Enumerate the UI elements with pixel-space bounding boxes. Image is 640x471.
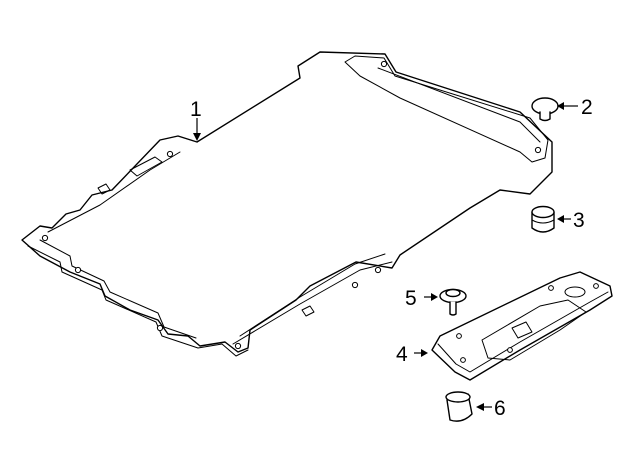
callout-number-5: 5 <box>405 287 417 310</box>
skid-plate-outline <box>21 51 553 353</box>
callout-number-2: 2 <box>581 96 593 119</box>
callout-leaders <box>193 102 578 411</box>
skid-plate-stamp-2 <box>97 183 111 195</box>
skid-plate-stamp-1 <box>129 156 163 177</box>
bumper-ridge <box>531 219 555 224</box>
arrowhead-5 <box>431 293 438 301</box>
arrowhead-6 <box>476 403 484 411</box>
push-clip-head <box>531 97 559 115</box>
skid-plate-right-flange-inner <box>239 253 386 337</box>
bolt-shank <box>449 301 457 316</box>
skid-plate-hole-7 <box>166 150 174 158</box>
plug-top <box>445 391 471 403</box>
callout-number-6: 6 <box>494 397 506 420</box>
arrowhead-4 <box>421 349 428 357</box>
skid-plate-hole-4 <box>234 342 242 350</box>
skid-plate-inner-edge <box>39 239 197 339</box>
arrowhead-2 <box>557 102 564 110</box>
shield-outline <box>431 271 613 381</box>
callout-numbers: 1 2 3 5 4 6 <box>190 96 593 420</box>
part-6-plug <box>445 391 473 422</box>
arrowhead-3 <box>557 215 564 223</box>
callout-number-1: 1 <box>190 98 202 121</box>
shield-hole-3 <box>548 285 554 291</box>
skid-plate-hole-2 <box>74 266 82 274</box>
callout-number-3: 3 <box>573 209 585 232</box>
shield-pocket <box>481 299 587 361</box>
part-4-shield <box>431 271 613 381</box>
arrowhead-1 <box>193 133 201 141</box>
skid-plate-rear-rail <box>344 55 549 163</box>
part-5-bolt <box>439 288 467 316</box>
skid-plate-hole-8 <box>380 60 388 68</box>
shield-square-tab <box>511 321 533 339</box>
skid-plate-hole-5 <box>351 281 359 289</box>
skid-plate-hole-1 <box>41 234 49 242</box>
shield-hole-5 <box>507 347 513 353</box>
skid-plate-right-flange <box>232 261 393 345</box>
shield-hole-2 <box>460 357 466 363</box>
shield-hole-4 <box>593 283 599 289</box>
skid-plate-hole-3 <box>156 324 164 332</box>
part-3-bumper <box>531 205 555 233</box>
skid-plate-hole-6 <box>374 266 382 274</box>
shield-large-hole <box>564 286 586 298</box>
skid-plate-hole-9 <box>534 146 542 154</box>
skid-plate-front-lip <box>27 245 249 357</box>
bolt-head <box>445 288 461 298</box>
skid-plate-rear-rail-crease <box>377 67 541 143</box>
shield-hole-1 <box>456 333 462 339</box>
shield-flange <box>437 291 609 373</box>
part-2-push-clip <box>531 97 559 122</box>
push-clip-shank <box>539 111 551 122</box>
skid-plate-stamp-3 <box>301 305 315 317</box>
bumper-top <box>531 205 555 219</box>
skid-plate-left-flange <box>47 151 181 233</box>
part-1-skid-plate <box>21 51 553 357</box>
callout-number-4: 4 <box>396 343 408 366</box>
